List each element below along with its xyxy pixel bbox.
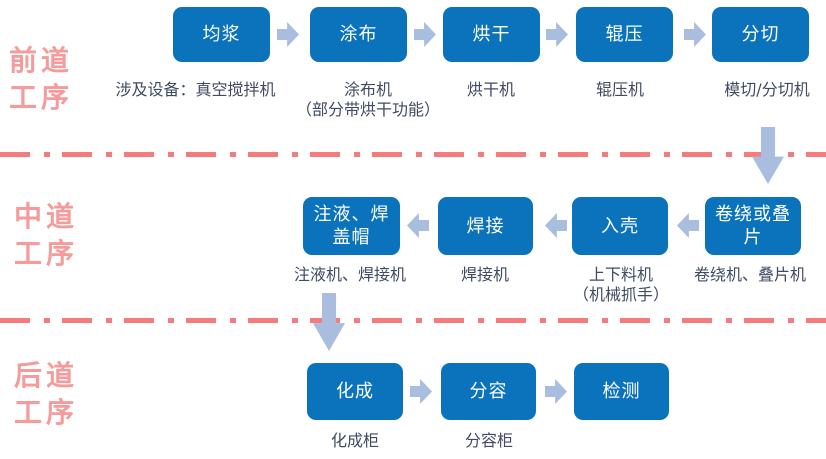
step-box-formation: 化成 xyxy=(307,363,403,420)
arrow-right-icon xyxy=(414,22,436,47)
step-box-calendering: 辊压 xyxy=(576,7,673,62)
equipment-label-slurry-mixing: 涉及设备：真空搅拌机 xyxy=(115,80,276,99)
arrow-right-icon xyxy=(546,22,568,47)
stage-label-back: 后道 工序 xyxy=(14,359,79,429)
stage-label-middle: 中道 工序 xyxy=(14,200,79,270)
equipment-label-slitting: 模切/分切机 xyxy=(724,80,810,99)
step-box-capacity-grading: 分容 xyxy=(441,363,536,420)
arrow-right-icon xyxy=(410,379,432,404)
step-box-coating: 涂布 xyxy=(310,7,407,62)
equipment-label-electrolyte-filling: 注液机、焊接机 xyxy=(293,265,406,284)
equipment-label-coating: 涂布机 （部分带烘干功能） xyxy=(295,80,440,119)
step-box-casing: 入壳 xyxy=(572,197,668,255)
arrow-left-icon xyxy=(407,213,429,238)
arrow-right-icon xyxy=(277,22,299,47)
arrow-left-icon xyxy=(545,213,567,238)
step-box-drying: 烘干 xyxy=(443,7,540,62)
step-box-electrolyte-filling: 注液、焊 盖帽 xyxy=(303,197,400,255)
arrow-left-icon xyxy=(677,213,699,238)
equipment-label-winding-stacking: 卷绕机、叠片机 xyxy=(693,265,806,284)
arrow-right-icon xyxy=(545,379,567,404)
equipment-label-calendering: 辊压机 xyxy=(595,80,644,99)
step-box-slitting: 分切 xyxy=(712,7,809,62)
arrow-right-icon xyxy=(684,22,706,47)
step-box-welding: 焊接 xyxy=(438,197,533,255)
equipment-label-drying: 烘干机 xyxy=(466,80,515,99)
equipment-label-welding: 焊接机 xyxy=(460,265,509,284)
stage-label-front: 前道 工序 xyxy=(9,44,74,114)
equipment-label-capacity-grading: 分容柜 xyxy=(464,431,513,450)
step-box-slurry-mixing: 均浆 xyxy=(173,7,270,62)
step-box-testing: 检测 xyxy=(574,363,669,420)
stage-separator-line xyxy=(0,318,826,323)
step-box-winding-stacking: 卷绕或叠 片 xyxy=(705,197,801,255)
equipment-label-casing: 上下料机 （机械抓手） xyxy=(572,265,669,304)
stage-separator-line xyxy=(0,152,826,157)
equipment-label-formation: 化成柜 xyxy=(330,431,379,450)
